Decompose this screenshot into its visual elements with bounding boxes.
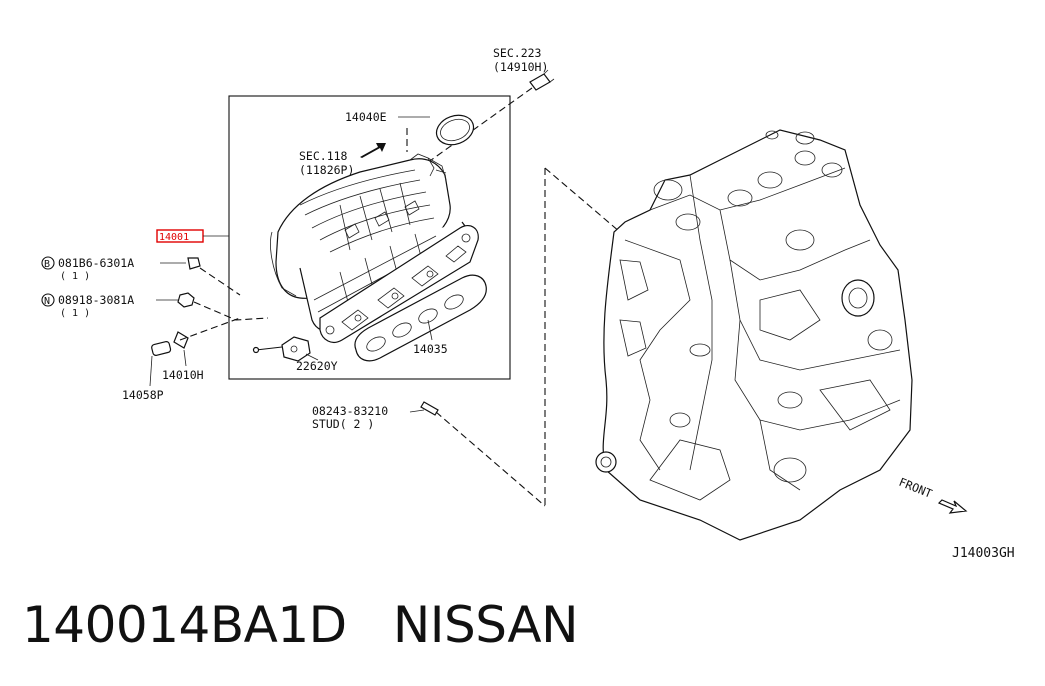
sec118-ref: (11826P) [299, 163, 354, 177]
stud-part-number: 08243-83210 [312, 404, 388, 418]
label-14058P: 14058P [122, 388, 164, 402]
label-14001: 14001 [159, 232, 189, 243]
sensor-part [529, 69, 555, 91]
gasket-ring-part: 14040E [345, 110, 475, 152]
label-22620Y: 22620Y [296, 359, 338, 373]
footer-part-number: 140014BA1D [22, 596, 347, 654]
nut-callout: N 08918-3081A ( 1 ) [41, 292, 269, 321]
bolt-circle-icon [41, 256, 55, 270]
front-indicator: FRONT [897, 475, 968, 514]
front-label: FRONT [897, 475, 934, 501]
label-14035: 14035 [413, 342, 448, 356]
intake-manifold-part [270, 153, 479, 343]
figure-code: J14003GH [952, 546, 1015, 561]
sec223-ref: (14910H) [493, 60, 548, 74]
label-14040E: 14040E [345, 110, 387, 124]
bolt-part-number: 081B6-6301A [58, 256, 134, 270]
nut-part-number: 08918-3081A [58, 293, 134, 307]
o-ring [435, 114, 475, 146]
nut-qty: ( 1 ) [60, 308, 90, 319]
nut-part [177, 292, 195, 308]
hose-14058P [151, 341, 172, 356]
sec118-title: SEC.118 [299, 149, 348, 163]
sec223-title: SEC.223 [493, 46, 542, 60]
bolt-qty: ( 1 ) [60, 271, 90, 282]
stud-desc: STUD( 2 ) [312, 417, 374, 431]
detail-frame [228, 95, 511, 380]
engine-block-part [595, 129, 913, 541]
stud-part [420, 401, 439, 416]
bolt-circle-letter: B [44, 259, 50, 270]
bolt-callout: B 081B6-6301A ( 1 ) [41, 256, 241, 296]
bolt-part [187, 257, 201, 270]
manifold-gasket-part: 14035 [354, 274, 487, 362]
sec223-callout: SEC.223 (14910H) [419, 46, 555, 169]
arrow-icon [360, 143, 386, 158]
hose-parts: 14010H 14058P [122, 317, 241, 402]
footer-caption: 140014BA1D NISSAN [22, 596, 579, 654]
nut-circle-letter: N [44, 296, 50, 307]
engine-connector-diag [544, 167, 621, 233]
sec223-leader [419, 87, 533, 169]
front-arrow-icon [937, 499, 968, 514]
footer-brand: NISSAN [392, 596, 579, 654]
highlighted-part-label: 14001 [156, 229, 229, 243]
stud-callout: 08243-83210 STUD( 2 ) [312, 401, 546, 507]
sec118-callout: SEC.118 (11826P) [299, 143, 386, 177]
nut-circle-icon [41, 293, 55, 307]
sensor-22620Y-part: 22620Y [252, 336, 338, 373]
label-14010H: 14010H [162, 368, 204, 382]
